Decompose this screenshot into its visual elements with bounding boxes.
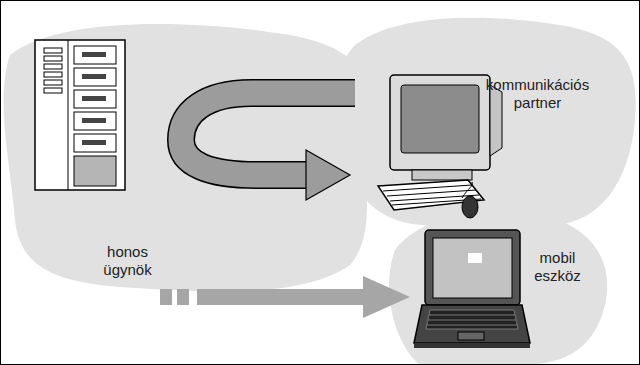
device-illustration bbox=[410, 225, 595, 350]
device-label: honos ügynök bbox=[90, 243, 165, 279]
desktop-node: kommunikációs partner bbox=[350, 70, 590, 218]
arrow-head bbox=[306, 150, 350, 200]
arrow-head bbox=[363, 276, 410, 318]
connector-arrow bbox=[160, 276, 410, 318]
network-cloud bbox=[4, 24, 367, 292]
device-label: kommunikációs partner bbox=[485, 76, 590, 112]
connector-arrow bbox=[181, 93, 355, 200]
network-cloud bbox=[344, 18, 636, 226]
laptop-node: mobil eszköz bbox=[410, 225, 595, 350]
network-cloud bbox=[389, 211, 607, 365]
device-label: mobil eszköz bbox=[525, 249, 590, 285]
home-agent-node: honos ügynök bbox=[30, 38, 168, 289]
